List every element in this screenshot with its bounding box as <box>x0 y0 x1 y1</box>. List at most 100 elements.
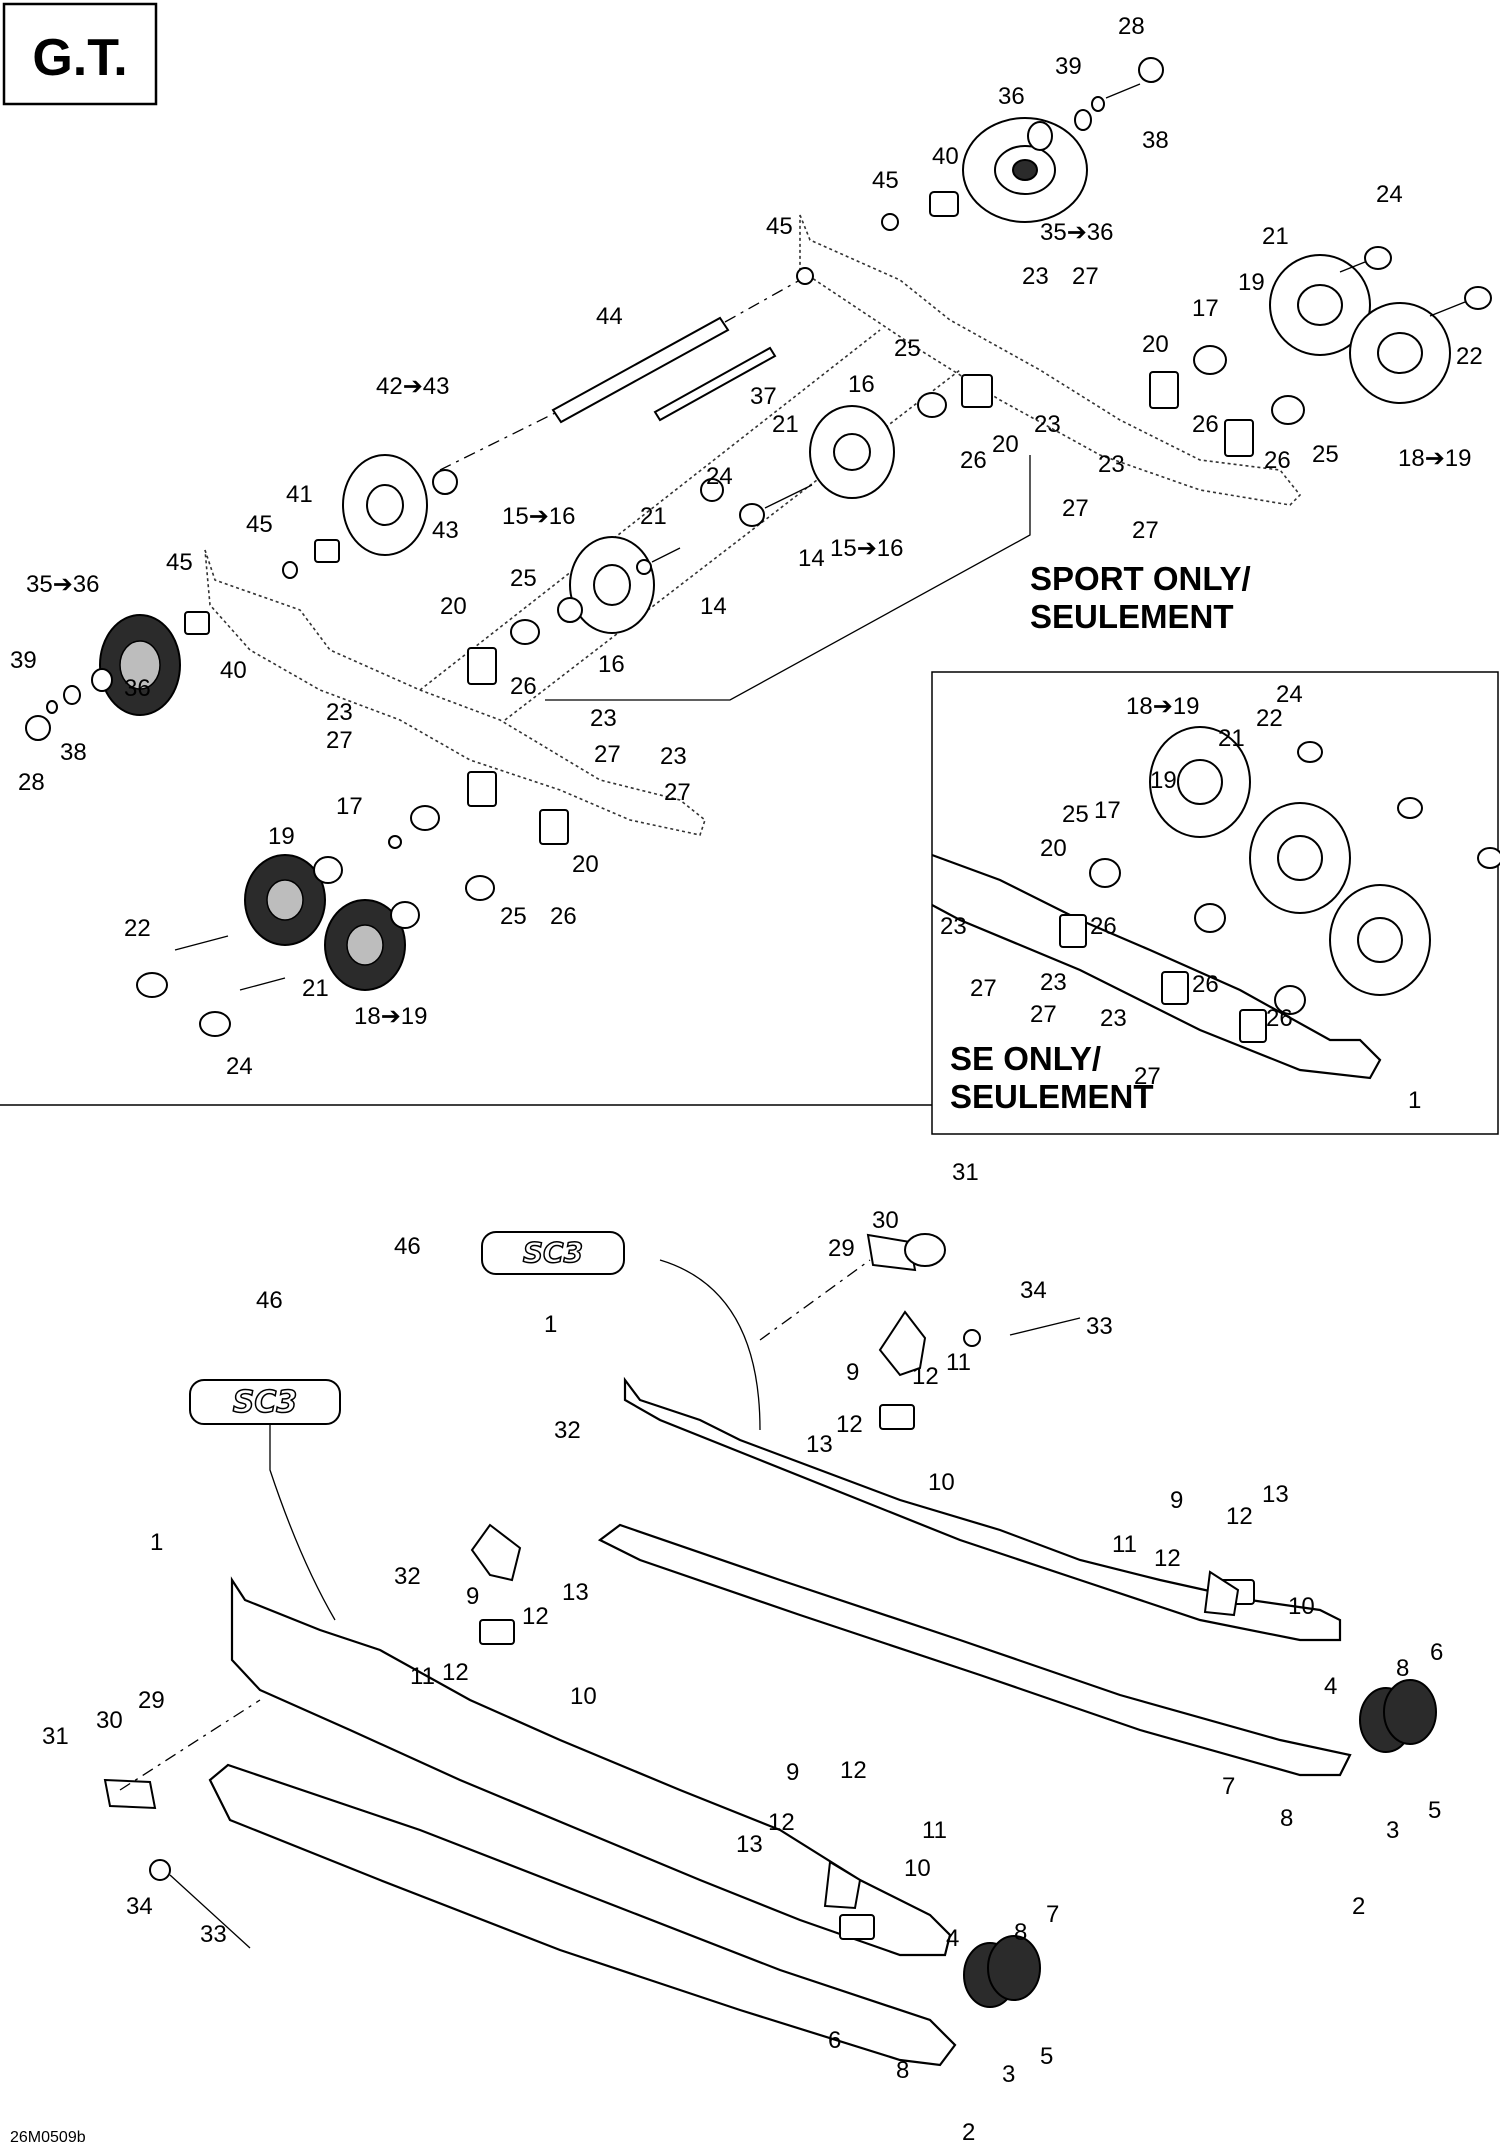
callout: 34 <box>126 1893 153 1920</box>
callout: 27 <box>664 779 691 806</box>
callout: 3 <box>1002 2061 1015 2088</box>
callout: 2 <box>962 2119 975 2146</box>
title-box: G.T. <box>2 2 158 106</box>
callout: 21 <box>302 975 329 1002</box>
callout: 9 <box>846 1359 859 1386</box>
callout: 30 <box>96 1707 123 1734</box>
callout: 27 <box>326 727 353 754</box>
callout: 26 <box>1266 1005 1293 1032</box>
bogie-wheel-5-left <box>963 1935 1041 2008</box>
callout: 17 <box>336 793 363 820</box>
callout: 12 <box>522 1603 549 1630</box>
callout: 1 <box>1408 1087 1421 1114</box>
callout: 5 <box>1428 1797 1441 1824</box>
callout: 1 <box>150 1529 163 1556</box>
shaft-37 <box>653 346 777 422</box>
callout: 39 <box>1055 53 1082 80</box>
callout: 35➔36 <box>1040 219 1114 246</box>
callout: 21 <box>1262 223 1289 250</box>
callout: 27 <box>1062 495 1089 522</box>
callout: 13 <box>806 1431 833 1458</box>
callout: 13 <box>562 1579 589 1606</box>
callout: 19 <box>268 823 295 850</box>
lower-assembly-right: SC3 <box>481 1231 1437 1777</box>
callout: 3 <box>1386 1817 1399 1844</box>
callout: 17 <box>1192 295 1219 322</box>
callout: 10 <box>904 1855 931 1882</box>
callout: 13 <box>1262 1481 1289 1508</box>
callout: 25 <box>500 903 527 930</box>
callout: 21 <box>772 411 799 438</box>
callout: 26 <box>510 673 537 700</box>
callout: 38 <box>60 739 87 766</box>
idler-wheel-35-36-left <box>99 614 181 716</box>
callout: 23 <box>1040 969 1067 996</box>
callout: 23 <box>1100 1005 1127 1032</box>
callout: 36 <box>124 675 151 702</box>
se-inset-assembly <box>931 726 1500 1080</box>
svg-text:SC3: SC3 <box>233 1385 298 1420</box>
slider-right <box>597 1523 1352 1777</box>
sc-3-logo: SC3 <box>481 1231 625 1275</box>
callout: 40 <box>932 143 959 170</box>
callouts-upper: 28 39 38 36 40 45 45 35➔36 44 23 27 24 2… <box>10 13 1483 1080</box>
callout: 14 <box>798 545 825 572</box>
callout: 45 <box>246 511 273 538</box>
callout: 25 <box>1312 441 1339 468</box>
callout: 28 <box>1118 13 1145 40</box>
callout: 31 <box>952 1159 979 1186</box>
callout: 44 <box>596 303 623 330</box>
callout: 26 <box>1192 411 1219 438</box>
callout: 40 <box>220 657 247 684</box>
callout: 45 <box>872 167 899 194</box>
callout: 29 <box>828 1235 855 1262</box>
drawing-code: 26M0509b <box>10 2129 86 2146</box>
callout: 18➔19 <box>1126 693 1200 720</box>
callout: 18➔19 <box>354 1003 428 1030</box>
callout: 24 <box>1276 681 1303 708</box>
callout: 31 <box>42 1723 69 1750</box>
callout: 11 <box>410 1663 435 1690</box>
callout: 20 <box>1142 331 1169 358</box>
callout: 10 <box>928 1469 955 1496</box>
callout: 12 <box>1226 1503 1253 1530</box>
callout: 22 <box>1256 705 1283 732</box>
idler-wheel-15-16-center <box>809 405 895 499</box>
callout: 14 <box>700 593 727 620</box>
callout: 25 <box>510 565 537 592</box>
callout: 13 <box>736 1831 763 1858</box>
callout: 16 <box>598 651 625 678</box>
callout: 9 <box>466 1583 479 1610</box>
se-rail-slide <box>931 853 1382 1080</box>
callout: 1 <box>544 1311 557 1338</box>
callout: 23 <box>660 743 687 770</box>
callout: 19 <box>1150 767 1177 794</box>
callout: 25 <box>1062 801 1089 828</box>
callout: 43 <box>432 517 459 544</box>
page-title: G.T. <box>32 29 127 87</box>
callout: 27 <box>1132 517 1159 544</box>
callout: 28 <box>18 769 45 796</box>
callout: 21 <box>1218 725 1245 752</box>
upper-assembly <box>25 57 1492 1037</box>
callout: 27 <box>594 741 621 768</box>
callout: 12 <box>836 1411 863 1438</box>
bogie-wheel-5-right <box>1359 1679 1437 1753</box>
callout: 23 <box>1098 451 1125 478</box>
callout: 16 <box>848 371 875 398</box>
callout: 11 <box>946 1349 971 1376</box>
callout: 11 <box>1112 1531 1137 1558</box>
callout: 9 <box>1170 1487 1183 1514</box>
callout: 33 <box>1086 1313 1113 1340</box>
callout: 20 <box>572 851 599 878</box>
callouts-se: 18➔19 24 22 21 19 25 17 20 26 23 27 26 2… <box>940 681 1421 1114</box>
callout: 26 <box>960 447 987 474</box>
callout: 39 <box>10 647 37 674</box>
callout: 6 <box>828 2027 841 2054</box>
svg-text:SC3: SC3 <box>523 1236 583 1269</box>
callout: 22 <box>1456 343 1483 370</box>
callout: 45 <box>766 213 793 240</box>
lower-assembly-left: SC3 <box>103 1379 1041 2067</box>
callout: 2 <box>1352 1893 1365 1920</box>
idler-wheels-18-19-right <box>1269 254 1451 404</box>
